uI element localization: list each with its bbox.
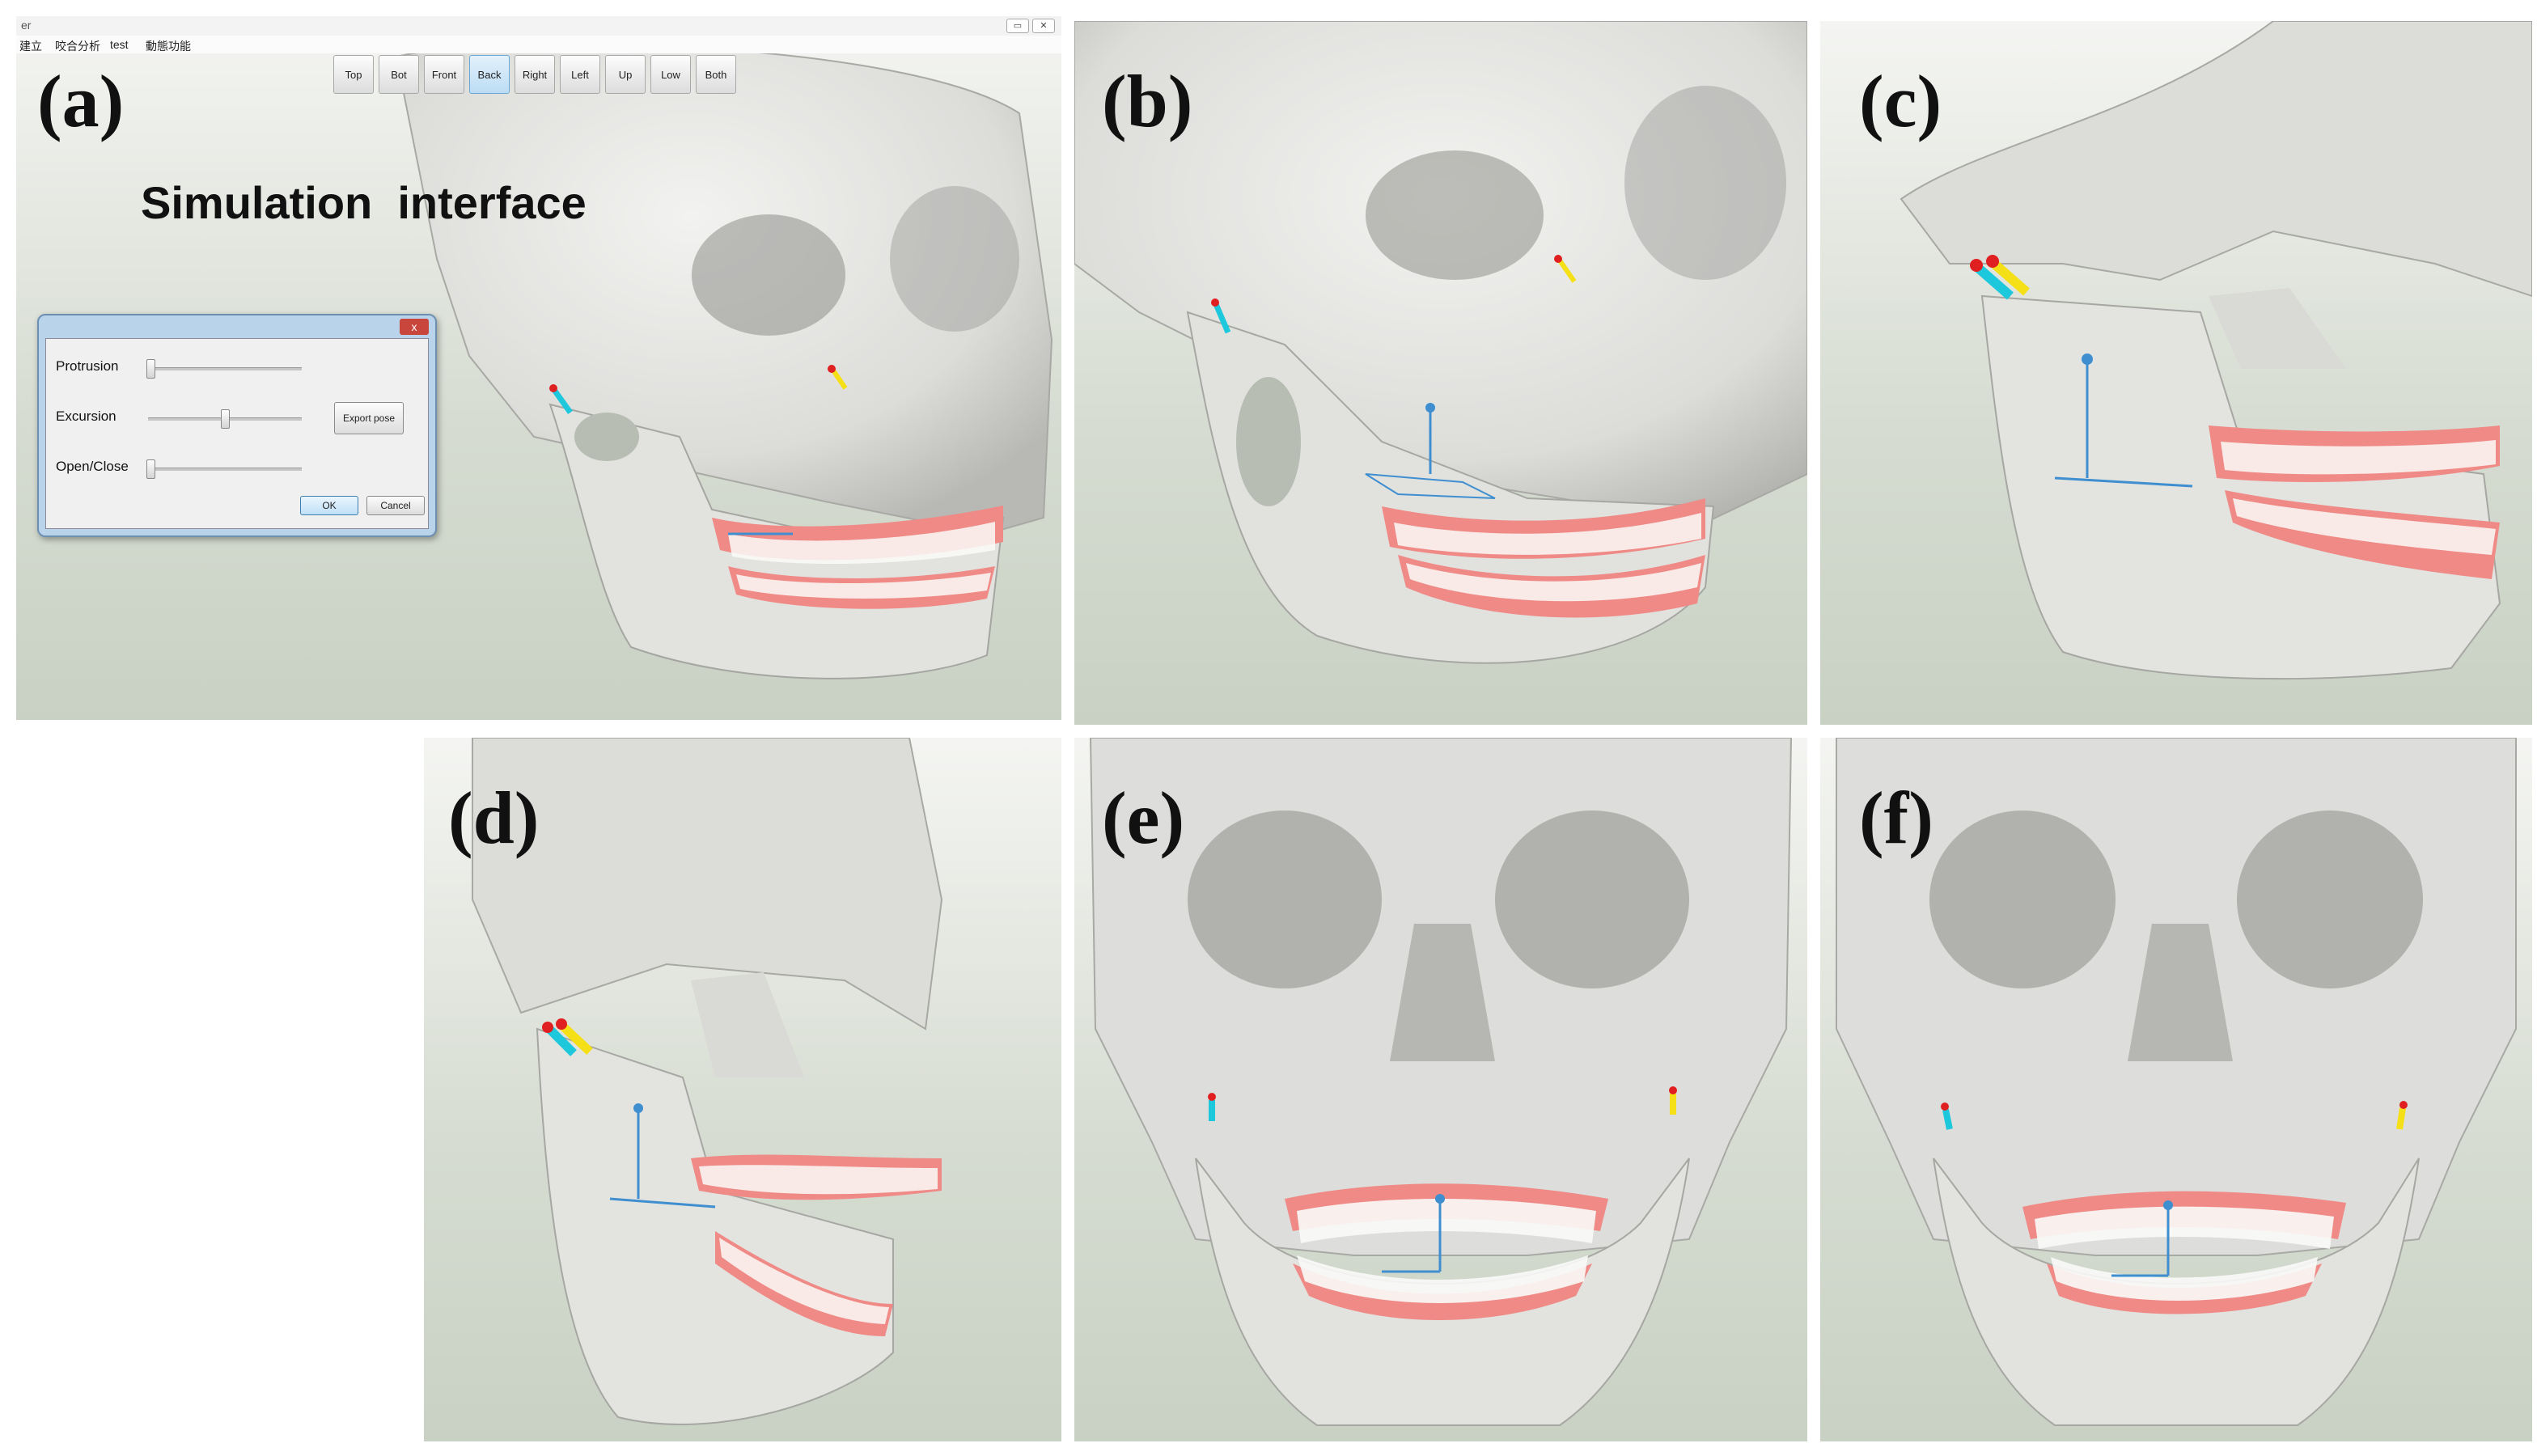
panel-d: (d)	[424, 738, 1061, 1441]
protrusion-label: Protrusion	[56, 358, 119, 374]
skull-render-c	[1900, 21, 2532, 680]
panel-label-e: (e)	[1102, 777, 1185, 859]
simulation-interface-caption: Simulation interface	[141, 177, 587, 228]
open-close-label: Open/Close	[56, 459, 129, 474]
excursion-slider-thumb[interactable]	[221, 409, 230, 429]
view-up-button[interactable]: Up	[605, 55, 646, 94]
menu-item-build[interactable]: 建立	[19, 40, 42, 53]
panel-label-f: (f)	[1859, 777, 1933, 859]
restore-button[interactable]: ▭	[1006, 19, 1029, 33]
panel-b: (b)	[1074, 21, 1807, 725]
cancel-button[interactable]: Cancel	[366, 496, 425, 515]
skull-render-b	[1074, 21, 1807, 664]
panel-label-d: (d)	[448, 777, 540, 859]
open-close-slider-track[interactable]	[148, 468, 302, 471]
view-right-button[interactable]: Right	[515, 55, 555, 94]
panel-f: (f)	[1820, 738, 2532, 1441]
dialog-close-button[interactable]: x	[400, 319, 429, 335]
panel-c: (c)	[1820, 21, 2532, 725]
protrusion-slider-thumb[interactable]	[146, 359, 155, 379]
skull-render-d	[472, 738, 943, 1425]
view-bot-button[interactable]: Bot	[379, 55, 419, 94]
excursion-label: Excursion	[56, 408, 116, 424]
dialog-body: Protrusion Excursion Export pose Open/Cl…	[45, 338, 429, 529]
panel-a: er ▭ ✕ 建立 咬合分析 test 動態功能 Top Bot Front B…	[16, 16, 1061, 720]
menu-item-test[interactable]: test	[110, 38, 129, 51]
menu-item-dynamic-function[interactable]: 動態功能	[146, 40, 191, 53]
view-top-button[interactable]: Top	[333, 55, 374, 94]
window-title-bar: er ▭ ✕	[16, 16, 1061, 36]
skull-render-f	[1836, 738, 2517, 1426]
menu-item-occlusion-analysis[interactable]: 咬合分析	[55, 40, 100, 53]
view-back-button[interactable]: Back	[469, 55, 510, 94]
panel-label-c: (c)	[1859, 60, 1942, 142]
view-both-button[interactable]: Both	[696, 55, 736, 94]
protrusion-slider-track[interactable]	[148, 367, 302, 370]
panel-label-b: (b)	[1102, 60, 1193, 142]
view-front-button[interactable]: Front	[424, 55, 464, 94]
window-title: er	[21, 19, 32, 32]
skull-render-a	[395, 43, 1053, 679]
panel-label-a: (a)	[37, 60, 125, 142]
open-close-slider-thumb[interactable]	[146, 459, 155, 479]
ok-button[interactable]: OK	[300, 496, 358, 515]
skull-render-e	[1089, 738, 1793, 1426]
pose-dialog: x Protrusion Excursion Export pose Open/…	[37, 314, 437, 537]
menu-bar: 建立 咬合分析 test 動態功能	[16, 36, 1061, 53]
view-left-button[interactable]: Left	[560, 55, 600, 94]
view-low-button[interactable]: Low	[650, 55, 691, 94]
close-window-button[interactable]: ✕	[1032, 19, 1055, 33]
panel-e: (e)	[1074, 738, 1807, 1441]
export-pose-button[interactable]: Export pose	[334, 402, 404, 434]
